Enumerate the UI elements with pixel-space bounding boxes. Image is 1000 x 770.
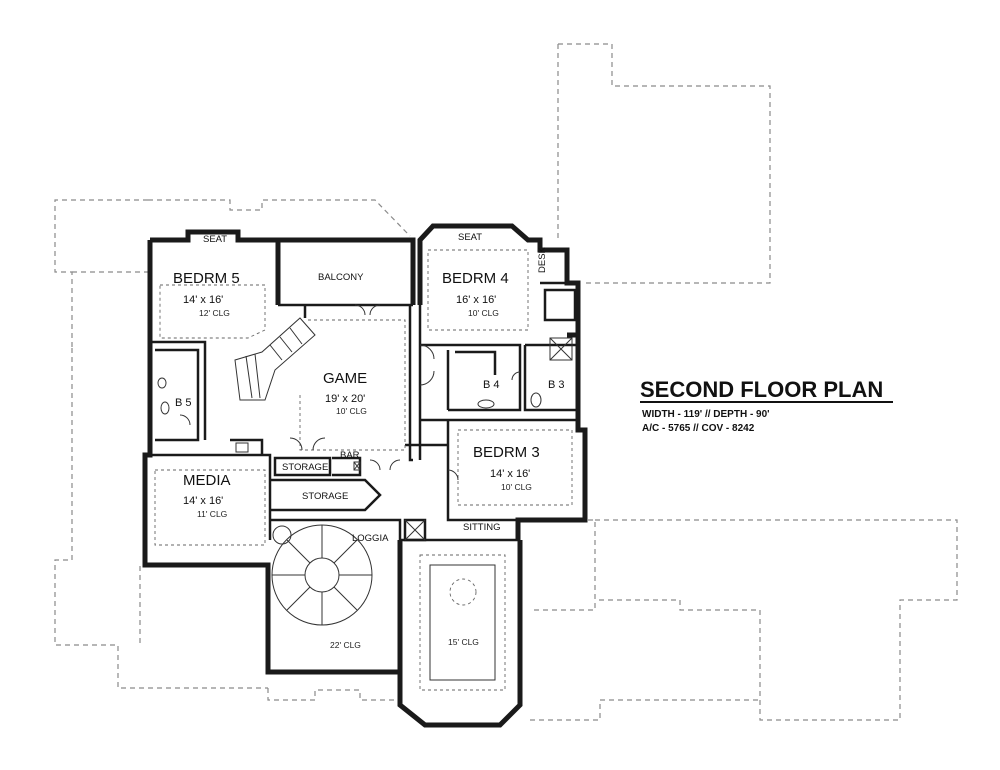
game-ceiling: 10' CLG: [336, 406, 367, 416]
balcony-label: BALCONY: [318, 272, 364, 283]
bedrm5-name: BEDRM 5: [173, 270, 240, 287]
bedrm4-ceiling: 10' CLG: [468, 308, 499, 318]
bedrm3-ceiling: 10' CLG: [501, 482, 532, 492]
media-size: 14' x 16': [183, 495, 223, 507]
seat-left-label: SEAT: [203, 234, 227, 245]
b3-label: B 3: [548, 379, 565, 391]
bedrm3-name: BEDRM 3: [473, 444, 540, 461]
b5-label: B 5: [175, 397, 192, 409]
plan-legend: SECOND FLOOR PLAN WIDTH - 119' // DEPTH …: [640, 377, 893, 434]
spiral-stair: [271, 524, 373, 626]
b4-label: B 4: [483, 379, 500, 391]
loggia-label: LOGGIA: [352, 533, 389, 544]
doors: [179, 304, 521, 481]
bath-fixtures: [157, 377, 542, 471]
bedrm4-size: 16' x 16': [456, 294, 496, 306]
game-size: 19' x 20': [325, 393, 365, 405]
stair-ceiling-label: 22' CLG: [330, 640, 361, 650]
room-labels: SEAT BEDRM 5 14' x 16' 12' CLG BALCONY S…: [173, 232, 565, 650]
media-ceiling: 11' CLG: [197, 509, 227, 519]
storage-upper-label: STORAGE: [282, 462, 328, 473]
desk-label: DESK: [537, 246, 548, 273]
bedrm4-name: BEDRM 4: [442, 270, 509, 287]
storage-lower-label: STORAGE: [302, 491, 348, 502]
foyer-ceiling-label: 15' CLG: [448, 637, 479, 647]
straight-stair: [234, 317, 316, 401]
game-name: GAME: [323, 370, 367, 387]
bar-label: BAR: [340, 450, 360, 461]
interior-walls: [150, 281, 578, 542]
plan-area: A/C - 5765 // COV - 8242: [642, 423, 755, 434]
media-name: MEDIA: [183, 472, 231, 489]
plan-title: SECOND FLOOR PLAN: [640, 377, 883, 402]
sitting-label: SITTING: [463, 522, 500, 533]
exterior-walls: [142, 223, 588, 728]
seat-right-label: SEAT: [458, 232, 482, 243]
bedrm5-ceiling: 12' CLG: [199, 308, 230, 318]
bedrm3-size: 14' x 16': [490, 468, 530, 480]
plan-dimensions: WIDTH - 119' // DEPTH - 90': [642, 409, 770, 420]
bedrm5-size: 14' x 16': [183, 294, 223, 306]
ceiling-details: [154, 249, 573, 691]
